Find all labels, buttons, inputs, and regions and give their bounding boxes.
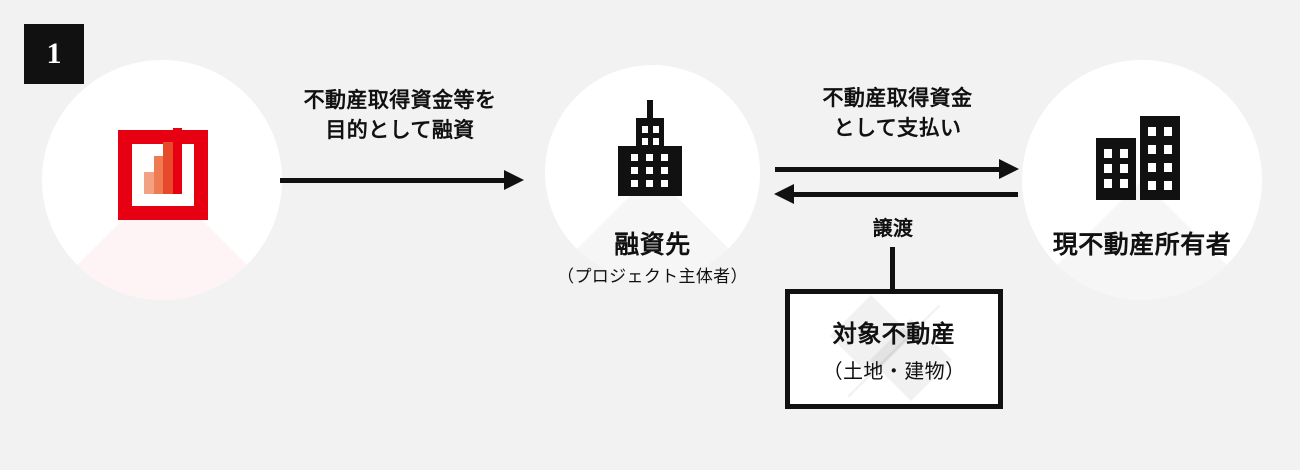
step-number-label: 1 xyxy=(46,37,62,70)
window xyxy=(1120,149,1128,158)
arrow-shaft xyxy=(793,192,1018,197)
flow-loan-label-line1: 不動産取得資金等を xyxy=(303,89,497,112)
building-right xyxy=(1140,116,1180,200)
window xyxy=(1164,145,1172,154)
arrow-head-right-icon xyxy=(504,170,524,190)
window xyxy=(1104,179,1112,188)
window xyxy=(642,126,648,133)
window xyxy=(653,126,659,133)
window xyxy=(642,138,648,145)
bar-4 xyxy=(172,128,182,194)
watermark-diamond xyxy=(848,305,940,398)
bar-chart-frame-icon xyxy=(118,128,208,220)
window xyxy=(646,154,653,161)
window xyxy=(1148,181,1156,190)
window xyxy=(1148,145,1156,154)
property-box-title: 対象不動産 xyxy=(832,321,956,348)
window xyxy=(631,167,638,174)
window xyxy=(1104,149,1112,158)
window xyxy=(1164,163,1172,172)
flow-loan-label-line2: 目的として融資 xyxy=(325,119,475,143)
window xyxy=(631,154,638,161)
bar-3 xyxy=(163,142,173,194)
bar-1 xyxy=(144,172,154,194)
window xyxy=(1164,127,1172,136)
window xyxy=(1104,164,1112,173)
skyscraper-icon xyxy=(612,100,688,196)
building-left xyxy=(1096,138,1136,200)
property-box: 対象不動産 （土地・建物） xyxy=(785,289,1003,409)
window xyxy=(661,154,668,161)
two-buildings-icon xyxy=(1096,116,1188,200)
window xyxy=(653,138,659,145)
bar-2 xyxy=(153,156,163,194)
window xyxy=(661,167,668,174)
arrow-head-right-icon xyxy=(999,159,1019,179)
flow-loan-label: 不動産取得資金等を 目的として融資 xyxy=(288,86,512,147)
window xyxy=(1148,163,1156,172)
window xyxy=(1120,164,1128,173)
window xyxy=(1164,181,1172,190)
property-box-subtitle: （土地・建物） xyxy=(822,361,966,383)
bar-chart-bars xyxy=(132,128,194,194)
flow-payment-label: 不動産取得資金 として支払い xyxy=(790,84,1005,145)
connector-transfer-label: 譲渡 xyxy=(872,218,914,240)
window xyxy=(1120,179,1128,188)
node-current-owner-title: 現不動産所有者 xyxy=(1052,231,1232,259)
window xyxy=(661,180,668,187)
flow-payment-label-line1: 不動産取得資金 xyxy=(822,87,973,110)
step-number-badge: 1 xyxy=(24,24,84,84)
arrow-shaft xyxy=(280,178,505,183)
node-borrower-subtitle: （プロジェクト主体者） xyxy=(557,267,748,286)
flow-payment-label-line2: として支払い xyxy=(833,117,962,141)
connector-line xyxy=(890,247,895,291)
window xyxy=(631,180,638,187)
window xyxy=(646,167,653,174)
window xyxy=(1148,127,1156,136)
property-box-content: 対象不動産 （土地・建物） xyxy=(790,294,998,404)
arrow-head-left-icon xyxy=(774,184,794,204)
window xyxy=(646,180,653,187)
skyscraper-spire xyxy=(647,100,653,120)
node-borrower-title: 融資先 xyxy=(614,231,691,259)
arrow-shaft xyxy=(775,167,1000,172)
